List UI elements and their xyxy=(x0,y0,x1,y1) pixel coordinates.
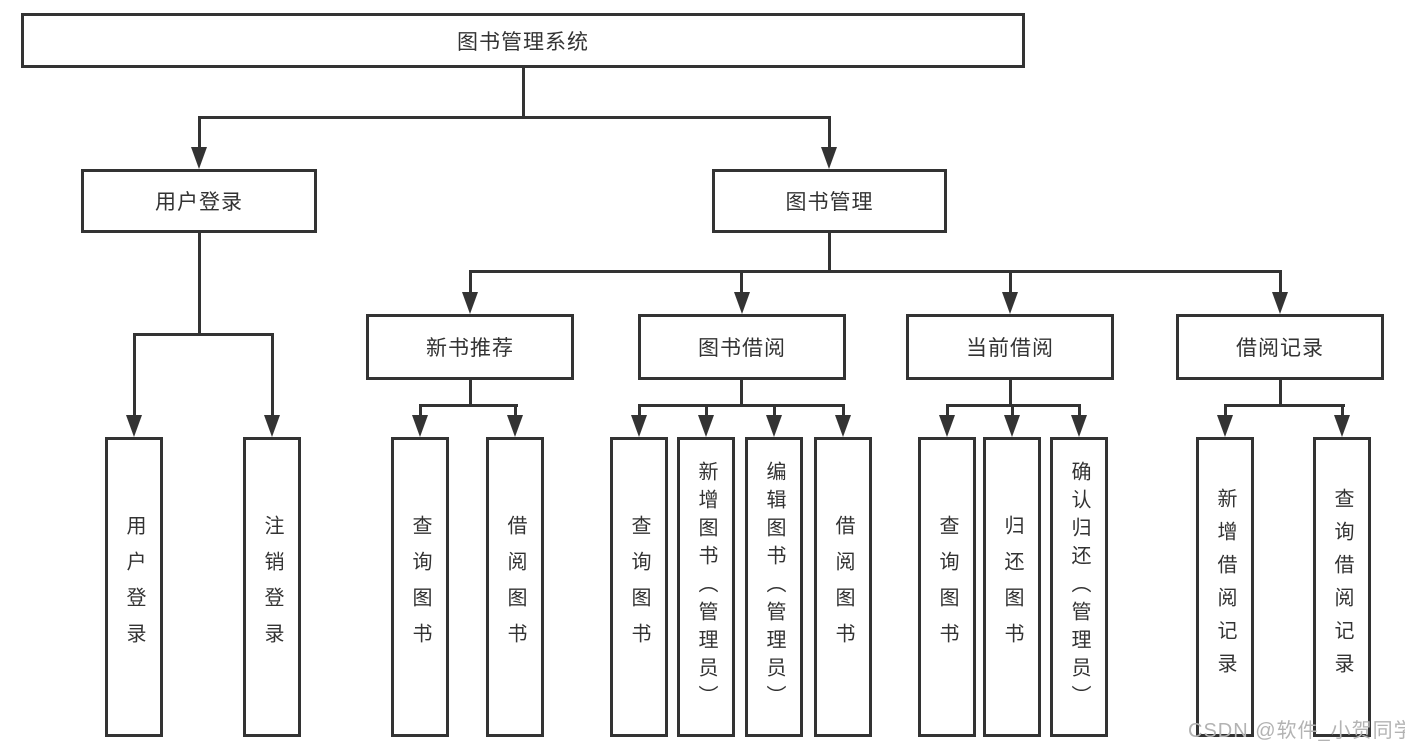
edge-level2-branch xyxy=(468,270,1282,273)
leaf-borrow-books-2-label: 借阅图书 xyxy=(832,515,854,659)
edge-user-login-branch xyxy=(132,333,274,336)
arrow-down-icon xyxy=(821,147,837,169)
leaf-query-books-2: 查询图书 xyxy=(610,437,668,737)
leaf-borrow-books-1: 借阅图书 xyxy=(486,437,544,737)
edge-drop-leaf xyxy=(1340,404,1344,420)
edge-user-login-stem xyxy=(197,233,201,336)
leaf-logout: 注销登录 xyxy=(243,437,301,737)
leaf-query-borrow-record-label: 查询借阅记录 xyxy=(1331,488,1353,686)
edge-drop-leaf xyxy=(637,404,641,420)
leaf-add-books-admin: 新增图书（管理员） xyxy=(677,437,735,737)
edge-new-book-stem xyxy=(469,380,472,407)
arrow-down-icon xyxy=(412,415,428,437)
leaf-query-borrow-record: 查询借阅记录 xyxy=(1313,437,1371,737)
leaf-user-login-label: 用户登录 xyxy=(123,515,145,659)
edge-drop-leaf xyxy=(704,404,708,420)
edge-drop-leaf-login xyxy=(132,333,136,421)
arrow-down-icon xyxy=(507,415,523,437)
arrow-down-icon xyxy=(1217,415,1233,437)
node-new-book-rec-label: 新书推荐 xyxy=(426,337,514,360)
arrow-down-icon xyxy=(264,415,280,437)
edge-level1-branch xyxy=(197,116,831,119)
node-book-mgmt-branch-label: 图书管理 xyxy=(785,191,874,214)
leaf-borrow-books-2: 借阅图书 xyxy=(814,437,872,737)
leaf-add-books-admin-label: 新增图书（管理员） xyxy=(695,461,717,713)
leaf-add-borrow-record: 新增借阅记录 xyxy=(1196,437,1254,737)
node-book-mgmt-branch: 图书管理 xyxy=(712,169,947,233)
leaf-query-books-3: 查询图书 xyxy=(918,437,976,737)
watermark: CSDN @软件_小贺同学 xyxy=(1188,720,1405,742)
edge-book-mgmt-stem xyxy=(827,233,831,273)
leaf-query-books-1-label: 查询图书 xyxy=(409,515,431,659)
node-book-borrow-label: 图书借阅 xyxy=(698,337,786,360)
edge-drop-book-mgmt xyxy=(827,116,831,150)
arrow-down-icon xyxy=(835,415,851,437)
leaf-query-books-3-label: 查询图书 xyxy=(936,515,958,659)
edge-borrow-records-branch xyxy=(1223,404,1345,407)
leaf-return-books: 归还图书 xyxy=(983,437,1041,737)
leaf-borrow-books-1-label: 借阅图书 xyxy=(504,515,526,659)
node-user-login-branch: 用户登录 xyxy=(81,169,317,233)
leaf-logout-label: 注销登录 xyxy=(261,515,283,659)
edge-drop-leaf xyxy=(945,404,949,420)
edge-current-borrow-stem xyxy=(1008,380,1012,407)
node-root-label: 图书管理系统 xyxy=(457,30,589,54)
edge-drop-book-borrow xyxy=(740,270,743,296)
node-current-borrow-label: 当前借阅 xyxy=(966,337,1054,360)
arrow-down-icon xyxy=(1071,415,1087,437)
edge-book-borrow-stem xyxy=(740,380,743,407)
leaf-query-books-2-label: 查询图书 xyxy=(628,515,650,659)
node-borrow-records: 借阅记录 xyxy=(1176,314,1384,380)
arrow-down-icon xyxy=(1272,292,1288,314)
arrow-down-icon xyxy=(939,415,955,437)
edge-drop-borrow-records xyxy=(1278,270,1282,296)
leaf-add-borrow-record-label: 新增借阅记录 xyxy=(1214,488,1236,686)
node-root: 图书管理系统 xyxy=(21,13,1025,68)
edge-drop-user-login xyxy=(197,116,201,150)
leaf-confirm-return-admin-label: 确认归还（管理员） xyxy=(1068,461,1090,713)
node-new-book-rec: 新书推荐 xyxy=(366,314,574,380)
arrow-down-icon xyxy=(733,292,750,314)
edge-drop-leaf xyxy=(841,404,845,420)
leaf-query-books-1: 查询图书 xyxy=(391,437,449,737)
arrow-down-icon xyxy=(1004,415,1020,437)
edge-drop-leaf xyxy=(1010,404,1014,420)
node-user-login-branch-label: 用户登录 xyxy=(155,191,243,214)
edge-drop-leaf xyxy=(1077,404,1081,420)
edge-drop-leaf xyxy=(772,404,776,420)
leaf-edit-books-admin-label: 编辑图书（管理员） xyxy=(763,461,785,713)
arrow-down-icon xyxy=(191,147,207,169)
arrow-down-icon xyxy=(766,415,782,437)
edge-root-stem xyxy=(521,68,525,119)
edge-book-borrow-branch xyxy=(637,404,845,407)
edge-drop-current-borrow xyxy=(1008,270,1012,296)
edge-drop-leaf xyxy=(513,404,517,420)
node-book-borrow: 图书借阅 xyxy=(638,314,846,380)
edge-drop-leaf xyxy=(418,404,422,420)
arrow-down-icon xyxy=(1334,415,1350,437)
edge-drop-leaf-logout xyxy=(270,333,274,421)
node-borrow-records-label: 借阅记录 xyxy=(1236,337,1324,360)
arrow-down-icon xyxy=(462,292,478,314)
arrow-down-icon xyxy=(631,415,647,437)
edge-borrow-records-stem xyxy=(1278,380,1282,407)
edge-drop-new-book xyxy=(468,270,472,296)
leaf-return-books-label: 归还图书 xyxy=(1001,515,1023,659)
arrow-down-icon xyxy=(698,415,714,437)
arrow-down-icon xyxy=(1002,292,1018,314)
edge-drop-leaf xyxy=(1223,404,1227,420)
leaf-user-login: 用户登录 xyxy=(105,437,163,737)
leaf-edit-books-admin: 编辑图书（管理员） xyxy=(745,437,803,737)
edge-new-book-branch xyxy=(418,404,518,407)
leaf-confirm-return-admin: 确认归还（管理员） xyxy=(1050,437,1108,737)
arrow-down-icon xyxy=(126,415,142,437)
node-current-borrow: 当前借阅 xyxy=(906,314,1114,380)
